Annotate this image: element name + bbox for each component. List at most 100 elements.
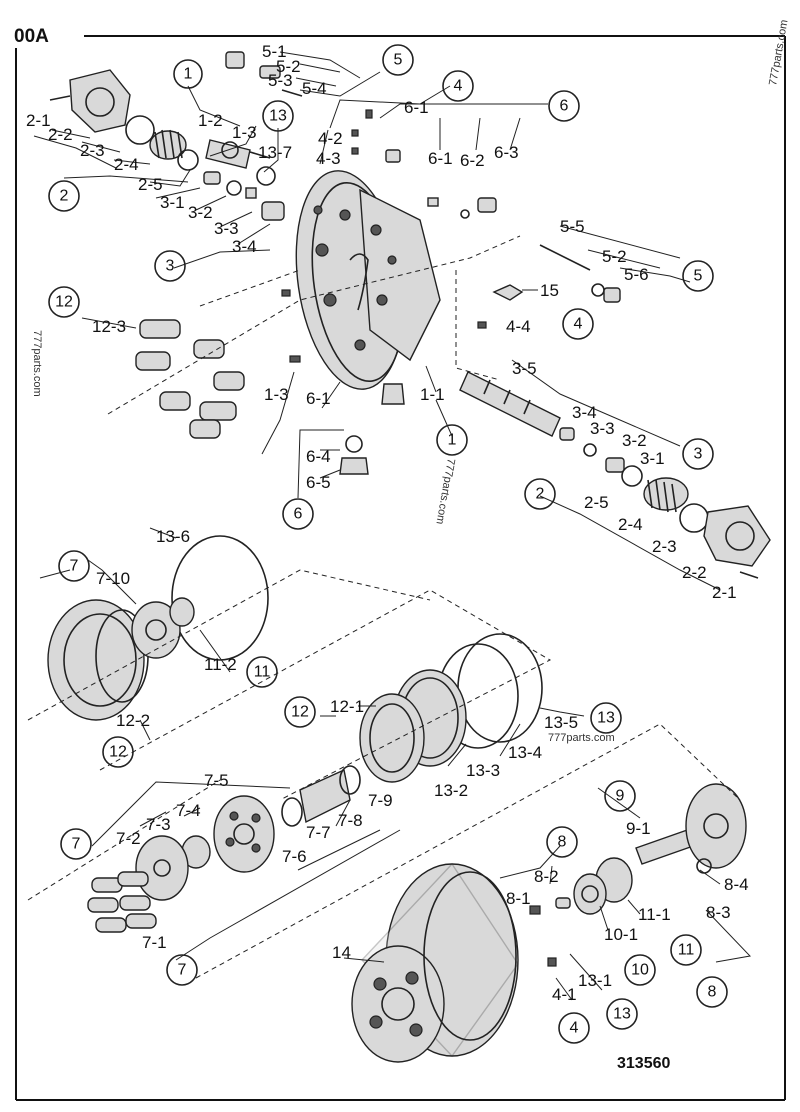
- label-2-1-right: 2-1: [712, 583, 737, 602]
- callout-6-center: 6: [282, 498, 314, 530]
- svg-text:6: 6: [294, 506, 303, 523]
- watermark-center: 777parts.com: [433, 457, 456, 525]
- svg-text:13: 13: [597, 710, 615, 727]
- callout-12-mid: 12: [284, 696, 316, 728]
- svg-text:13: 13: [613, 1006, 631, 1023]
- label-7-9: 7-9: [368, 791, 393, 810]
- label-2-4: 2-4: [114, 155, 139, 174]
- callout-1-top: 1: [173, 59, 203, 89]
- callout-7-lower: 7: [60, 828, 92, 860]
- part-labels: 5-1 5-2 5-3 5-4 1-2 1-3 13-7 4-2 4-3 6-1…: [26, 42, 749, 1004]
- callout-10: 10: [624, 954, 656, 986]
- svg-text:3: 3: [694, 446, 703, 463]
- callout-5-right: 5: [682, 260, 714, 292]
- label-5-4: 5-4: [302, 79, 327, 98]
- svg-text:10: 10: [631, 962, 649, 979]
- callout-13-lower: 13: [606, 998, 638, 1030]
- label-13-3: 13-3: [466, 761, 500, 780]
- label-8-4: 8-4: [724, 875, 749, 894]
- label-7-10: 7-10: [96, 569, 130, 588]
- label-7-3: 7-3: [146, 815, 171, 834]
- label-8-3: 8-3: [706, 903, 731, 922]
- spool-3-5: [459, 371, 625, 473]
- svg-text:4: 4: [454, 78, 463, 95]
- callout-6-top: 6: [548, 90, 580, 122]
- svg-text:11: 11: [254, 664, 271, 681]
- callout-4-right: 4: [562, 308, 594, 340]
- label-7-5: 7-5: [204, 771, 229, 790]
- label-7-4: 7-4: [176, 801, 201, 820]
- callout-9: 9: [604, 780, 636, 812]
- label-6-2: 6-2: [460, 151, 485, 170]
- svg-text:5: 5: [394, 52, 403, 69]
- cylinder-block: [135, 765, 361, 901]
- svg-text:11: 11: [678, 942, 695, 959]
- callout-2-right: 2: [524, 478, 556, 510]
- callout-11-upper: 11: [246, 656, 278, 688]
- watermark-lower-right: 777parts.com: [548, 732, 615, 744]
- drawing-number: 313560: [617, 1055, 670, 1072]
- label-6-1-top: 6-1: [404, 98, 429, 117]
- callout-13-mid: 13: [590, 702, 622, 734]
- svg-text:1: 1: [448, 432, 457, 449]
- brake-housing-12-2: [47, 597, 195, 721]
- callout-3-right: 3: [682, 438, 714, 470]
- svg-text:2: 2: [60, 188, 69, 205]
- svg-text:9: 9: [616, 788, 625, 805]
- callout-circles: 1 2 3 4 5 6 1 2 3 4 5 6 12 13 7 11 12 12…: [48, 44, 728, 1044]
- label-13-7: 13-7: [258, 143, 292, 162]
- label-8-2: 8-2: [534, 867, 559, 886]
- label-13-1: 13-1: [578, 971, 612, 990]
- callout-4-top: 4: [442, 70, 474, 102]
- label-2-5-right: 2-5: [584, 493, 609, 512]
- label-6-1-lower: 6-1: [306, 389, 331, 408]
- label-6-1-b: 6-1: [428, 149, 453, 168]
- label-11-1: 11-1: [638, 905, 671, 924]
- svg-text:2: 2: [536, 486, 545, 503]
- svg-text:7: 7: [178, 962, 187, 979]
- label-7-6: 7-6: [282, 847, 307, 866]
- svg-text:12: 12: [109, 744, 127, 761]
- label-13-5: 13-5: [544, 713, 578, 732]
- callout-5-top: 5: [382, 44, 414, 76]
- plugs-top: [225, 51, 497, 219]
- label-10-1: 10-1: [604, 925, 638, 944]
- label-3-5: 3-5: [512, 359, 537, 378]
- hub-housing-14: [351, 862, 557, 1063]
- label-6-3: 6-3: [494, 143, 519, 162]
- svg-text:3: 3: [166, 258, 175, 275]
- label-6-5: 6-5: [306, 473, 331, 492]
- svg-text:4: 4: [574, 316, 583, 333]
- label-13-2: 13-2: [434, 781, 468, 800]
- label-3-1: 3-1: [160, 193, 185, 212]
- brake-plates: [359, 633, 543, 783]
- page-frame: [10, 22, 786, 1101]
- label-2-1: 2-1: [26, 111, 51, 130]
- svg-text:7: 7: [70, 558, 79, 575]
- label-5-3: 5-3: [268, 71, 293, 90]
- callout-13-top: 13: [262, 100, 294, 132]
- svg-text:6: 6: [560, 98, 569, 115]
- cover-flange-left: [49, 69, 199, 171]
- callout-11-lower: 11: [670, 934, 702, 966]
- label-5-2-right: 5-2: [602, 247, 627, 266]
- callout-1-center: 1: [436, 424, 468, 456]
- label-12-1: 12-1: [330, 697, 364, 716]
- label-5-1: 5-1: [262, 42, 287, 61]
- valve-5-right: [492, 244, 621, 303]
- watermark-top-right: 777parts.com: [767, 19, 790, 87]
- label-7-2: 7-2: [116, 829, 141, 848]
- label-13-4: 13-4: [508, 743, 542, 762]
- label-14: 14: [332, 943, 351, 962]
- o-ring-13-6: [171, 535, 269, 661]
- svg-text:8: 8: [558, 834, 567, 851]
- watermark-left: 777parts.com: [31, 330, 43, 397]
- label-2-5: 2-5: [138, 175, 163, 194]
- label-1-3-lower: 1-3: [264, 385, 289, 404]
- label-1-2: 1-2: [198, 111, 223, 130]
- label-12-3: 12-3: [92, 317, 126, 336]
- label-3-3: 3-3: [214, 219, 239, 238]
- label-4-3: 4-3: [316, 149, 341, 168]
- label-12-2: 12-2: [116, 711, 150, 730]
